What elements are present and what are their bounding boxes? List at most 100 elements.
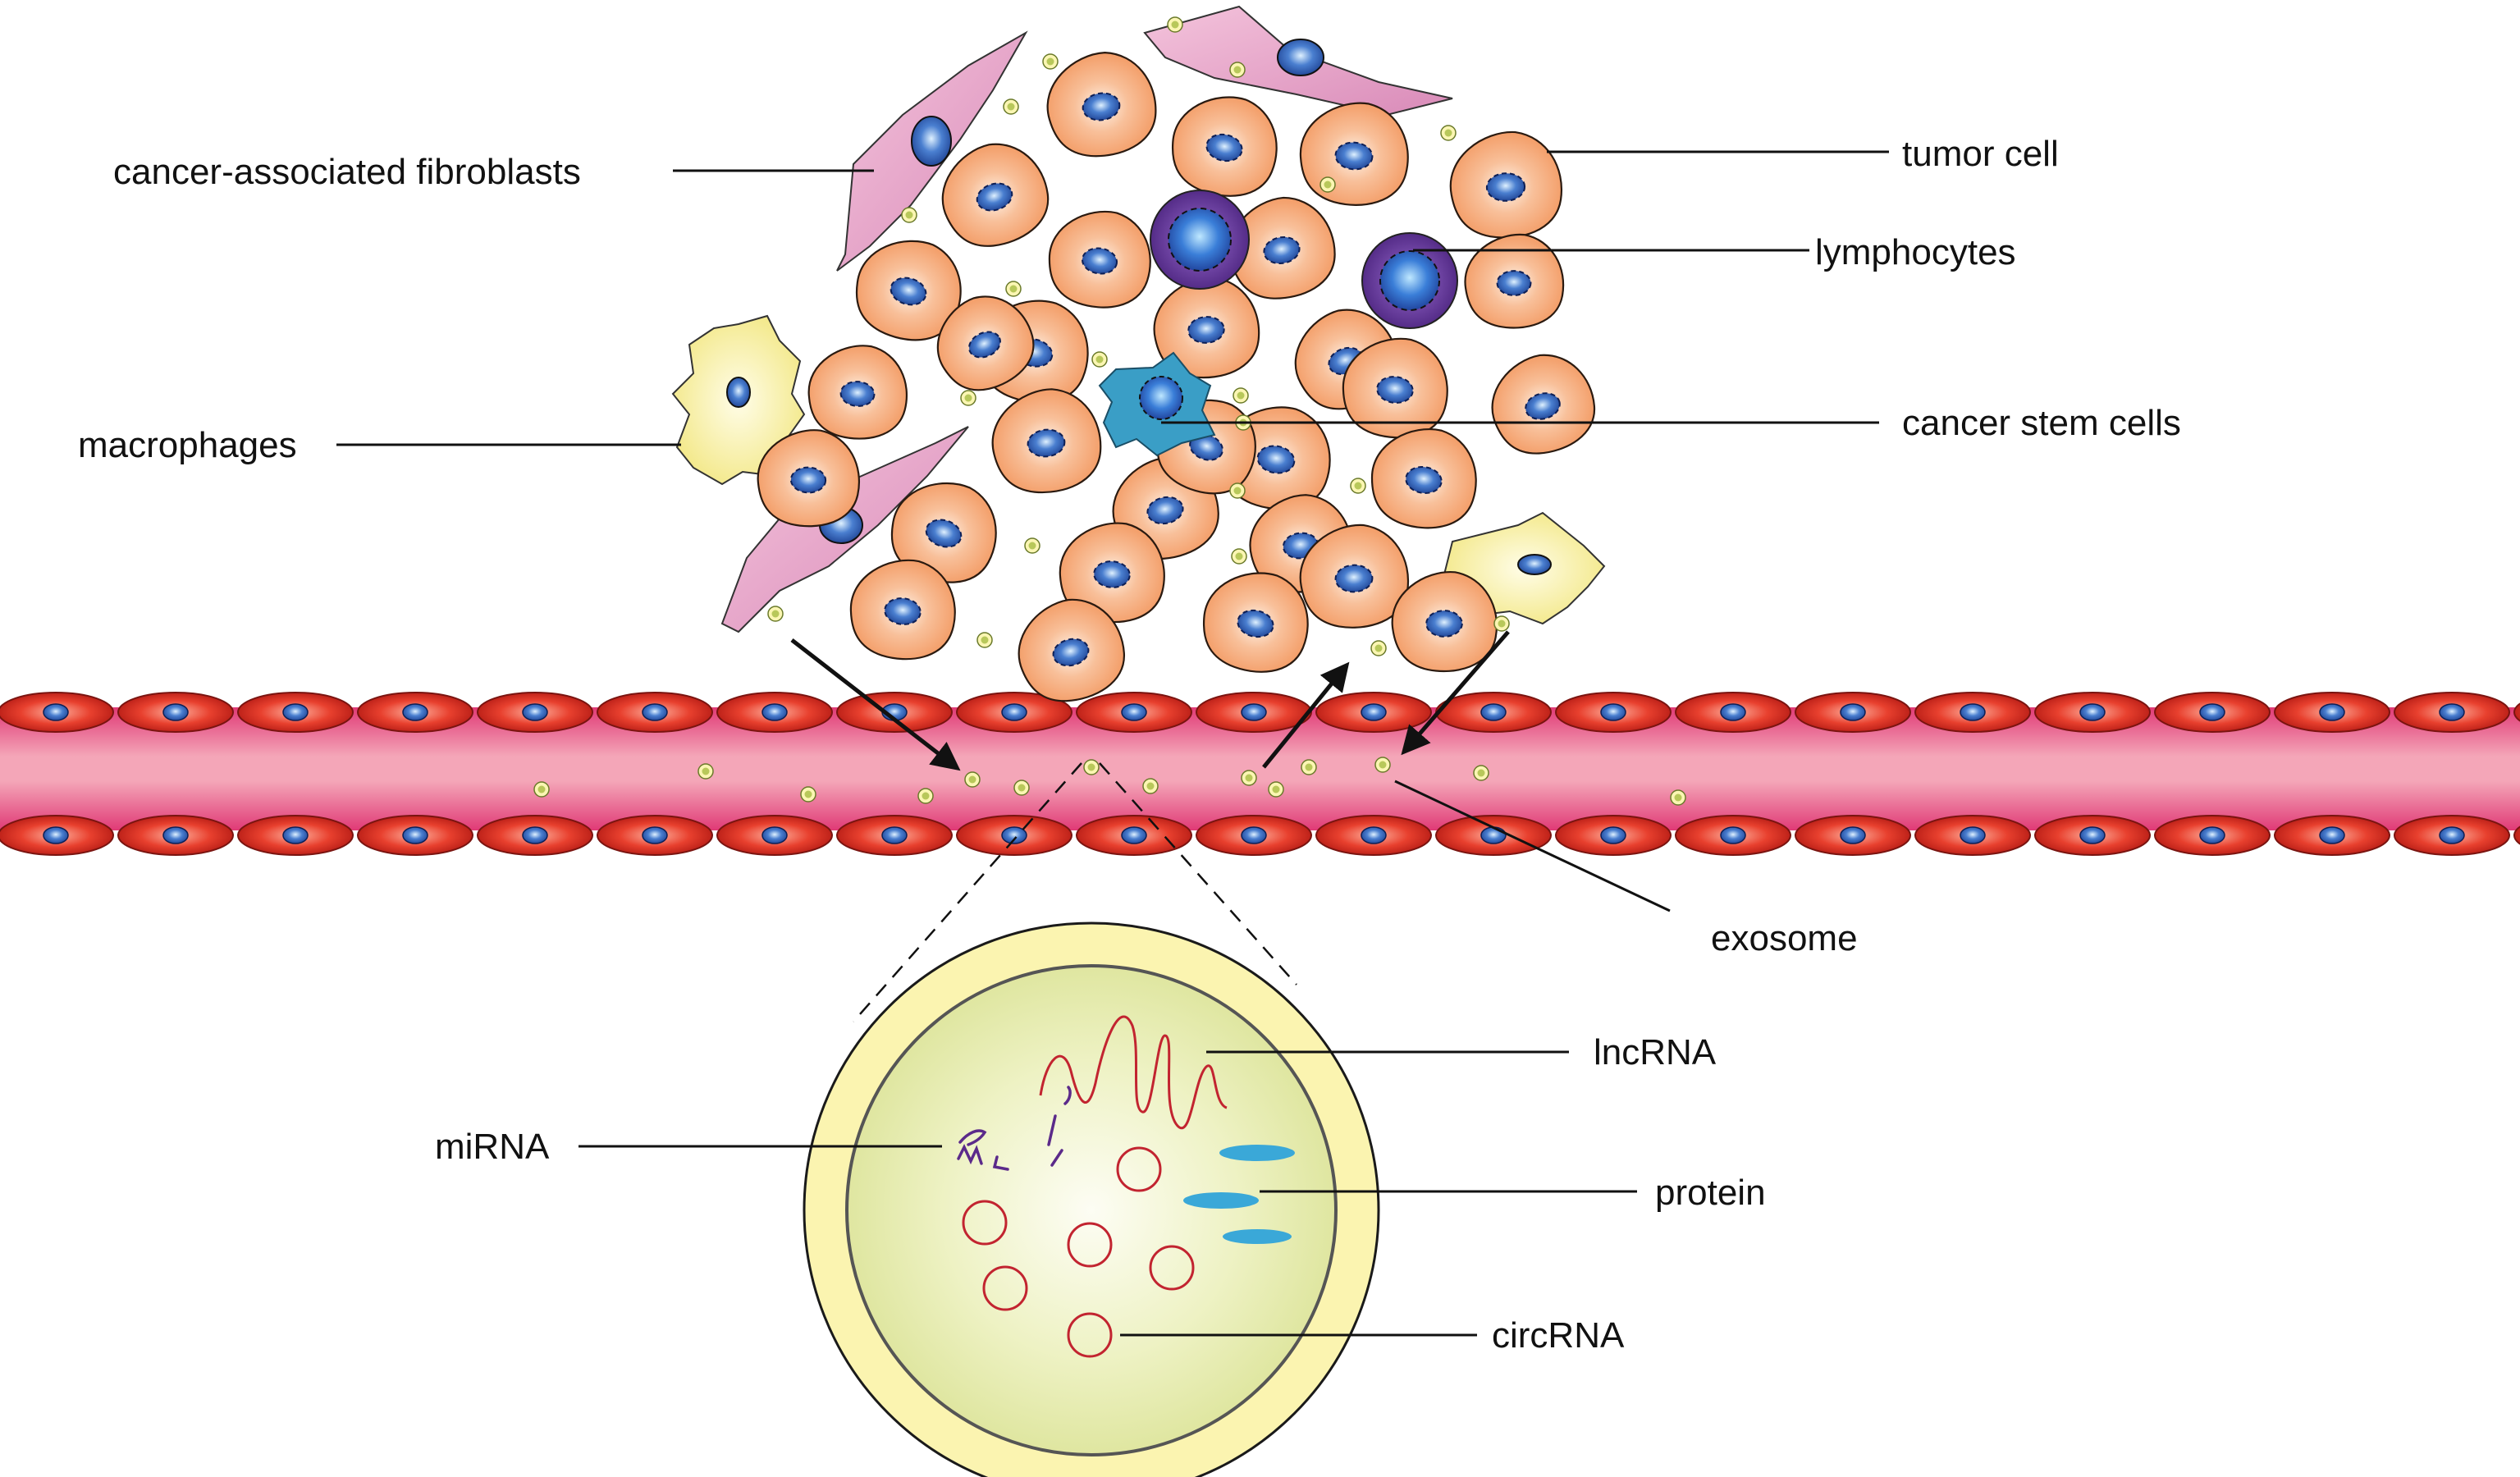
endothelial-cell	[1315, 692, 1432, 733]
endothelial-cell	[1076, 815, 1192, 856]
exosome-vesicle	[800, 786, 816, 803]
nucleus	[1376, 376, 1414, 404]
endothelial-cell	[1076, 692, 1192, 733]
nucleus	[881, 826, 908, 844]
exosome-vesicle	[1370, 640, 1387, 656]
endothelial-cell	[1675, 692, 1791, 733]
exosome-vesicle	[1142, 778, 1159, 794]
nucleus	[1277, 39, 1324, 76]
nucleus	[642, 703, 668, 721]
nucleus	[282, 703, 309, 721]
nucleus	[1263, 235, 1301, 265]
nucleus	[1093, 560, 1131, 588]
endothelial-cell	[2274, 692, 2390, 733]
tumor-cell	[890, 482, 997, 583]
exosome-vesicle	[1493, 615, 1510, 632]
nucleus	[43, 703, 69, 721]
nucleus	[925, 519, 963, 548]
tumor-cell	[1228, 196, 1336, 300]
nucleus	[522, 703, 548, 721]
endothelial-cell	[1914, 815, 2031, 856]
nucleus	[1121, 703, 1147, 721]
exosome-vesicle	[1229, 482, 1246, 499]
nucleus	[2079, 703, 2106, 721]
exosome-enlarged	[803, 921, 1380, 1477]
nucleus	[1361, 703, 1387, 721]
exosomes-in-tumor	[767, 16, 1510, 656]
endothelial-cell	[1675, 815, 1791, 856]
arrow-out-of-vessel	[1262, 661, 1350, 769]
endothelial-cell	[956, 692, 1072, 733]
endothelial-cell	[477, 692, 593, 733]
exosome-vesicle	[697, 763, 714, 780]
exosome-vesicle	[1003, 98, 1019, 115]
endothelial-cell	[357, 815, 473, 856]
endothelial-cell	[2034, 692, 2151, 733]
nucleus	[1480, 703, 1507, 721]
mirna-fragments	[957, 1086, 1072, 1171]
endothelial-cell	[1435, 692, 1552, 733]
endothelial-cells-bottom	[0, 815, 2520, 856]
nucleus	[2319, 826, 2345, 844]
endothelial-cell	[716, 692, 833, 733]
label-mirna: miRNA	[435, 1127, 550, 1167]
tumor-cell	[1342, 337, 1448, 439]
exosome-vesicle	[960, 390, 976, 406]
nucleus	[1027, 428, 1066, 458]
exosome-vesicle	[917, 788, 934, 804]
endothelial-cell	[2274, 815, 2390, 856]
exosome-vesicle	[1042, 53, 1059, 70]
nucleus	[1001, 703, 1027, 721]
nucleus	[402, 703, 428, 721]
nucleus	[761, 703, 788, 721]
nucleus	[1052, 638, 1090, 667]
exosome-vesicle	[1024, 537, 1040, 554]
endothelial-cell	[716, 815, 833, 856]
nucleus	[1256, 445, 1296, 474]
macrophage-left	[671, 314, 806, 486]
endothelial-cell	[117, 692, 234, 733]
tumor-cell	[1370, 428, 1477, 529]
endothelial-cell	[956, 815, 1072, 856]
endothelial-cells-top	[0, 692, 2520, 733]
tumor-cell	[1153, 277, 1260, 379]
exosome-vesicle	[901, 207, 917, 223]
nucleus	[1600, 703, 1626, 721]
nucleus	[1121, 826, 1147, 844]
exosome-vesicle	[1091, 351, 1108, 368]
label-cancer-stem-cells: cancer stem cells	[1902, 403, 2181, 443]
tumor-cell	[807, 345, 908, 440]
nucleus	[2079, 826, 2106, 844]
nucleus	[1517, 554, 1552, 575]
nucleus	[1241, 826, 1267, 844]
exosome-vesicle	[1229, 62, 1246, 78]
endothelial-cell	[1196, 815, 1312, 856]
nucleus	[2439, 826, 2465, 844]
endothelial-cell	[1555, 692, 1672, 733]
exosome-vesicle	[1319, 176, 1336, 193]
endothelial-cell	[2394, 815, 2510, 856]
exosome-vesicle	[767, 606, 784, 622]
endothelial-cell	[1196, 692, 1312, 733]
nucleus	[761, 826, 788, 844]
exosome-vesicle	[1233, 387, 1249, 404]
endothelial-cell	[477, 815, 593, 856]
exosome-vesicle	[1374, 757, 1391, 773]
nucleus	[1840, 703, 1866, 721]
endothelial-cell	[2513, 825, 2520, 845]
exosome-vesicle	[1268, 781, 1284, 798]
nucleus	[1840, 826, 1866, 844]
cancer-stem-cell	[1098, 351, 1216, 457]
endothelial-cell	[237, 815, 354, 856]
tumor-cell	[757, 429, 860, 528]
nucleus	[976, 182, 1013, 212]
nucleus	[1720, 826, 1746, 844]
nucleus	[1146, 496, 1184, 525]
exosome-vesicle	[976, 632, 993, 648]
lymphocyte-2	[1361, 232, 1458, 329]
nucleus	[1960, 826, 1986, 844]
endothelial-cell	[836, 692, 953, 733]
nucleus	[2199, 826, 2225, 844]
tumor-cell	[991, 388, 1102, 494]
endothelial-cell	[1555, 815, 1672, 856]
